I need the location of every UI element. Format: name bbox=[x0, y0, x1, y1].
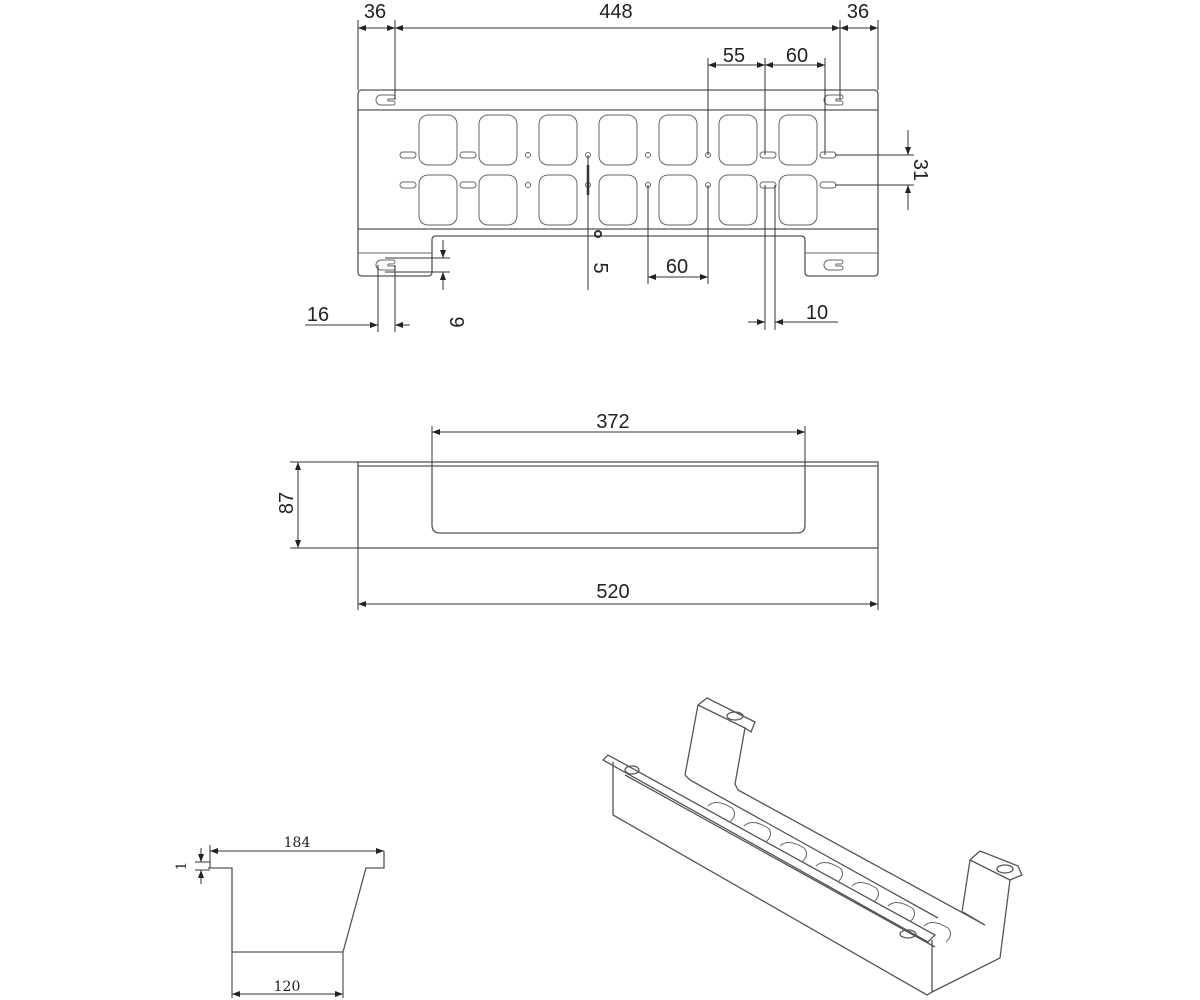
slot bbox=[759, 151, 777, 159]
pin-hole bbox=[645, 152, 651, 158]
cable-hole bbox=[538, 174, 578, 226]
slot bbox=[459, 181, 477, 189]
pin-hole bbox=[525, 152, 531, 158]
cable-hole bbox=[418, 174, 458, 226]
dim-spacing-b: 60 bbox=[786, 45, 808, 67]
keyhole-slot bbox=[375, 259, 396, 271]
dim-lines-top bbox=[305, 20, 914, 332]
cable-hole bbox=[718, 114, 758, 166]
dim-lip: 1 bbox=[174, 862, 190, 871]
dim-slot-10: 10 bbox=[806, 302, 828, 324]
dim-spacing-c: 60 bbox=[666, 256, 688, 278]
cable-hole bbox=[658, 174, 698, 226]
slot bbox=[819, 181, 837, 189]
iso-cable-hole bbox=[923, 922, 952, 943]
dim-bottom-width: 120 bbox=[274, 979, 301, 995]
cable-hole bbox=[598, 174, 638, 226]
top-view: 36 448 36 55 60 31 5 60 16 9 10 bbox=[305, 1, 931, 332]
iso-cable-hole bbox=[815, 862, 844, 883]
dim-height: 87 bbox=[276, 492, 298, 514]
iso-cable-hole bbox=[707, 802, 736, 823]
dim-offset-5: 5 bbox=[589, 262, 611, 273]
cable-hole bbox=[538, 114, 578, 166]
dim-top-width: 184 bbox=[284, 835, 311, 851]
keyhole-slot bbox=[375, 94, 396, 106]
dim-length: 520 bbox=[596, 581, 629, 603]
cable-hole bbox=[778, 114, 818, 166]
dim-right-margin: 36 bbox=[847, 1, 869, 23]
cable-hole bbox=[418, 114, 458, 166]
iso-cable-hole bbox=[779, 842, 808, 863]
cable-hole bbox=[718, 174, 758, 226]
center-hole bbox=[594, 230, 602, 238]
front-window bbox=[431, 466, 806, 534]
isometric-view bbox=[601, 697, 1023, 996]
dim-window: 372 bbox=[596, 411, 629, 433]
top-view-outline bbox=[357, 89, 879, 277]
slot bbox=[399, 151, 417, 159]
keyhole-slot bbox=[823, 259, 844, 271]
dim-keyhole-9: 9 bbox=[445, 316, 467, 327]
dim-span: 448 bbox=[599, 1, 632, 23]
cable-hole bbox=[598, 114, 638, 166]
slot bbox=[819, 151, 837, 159]
profile-view: 184 1 120 bbox=[174, 835, 385, 998]
dim-row-pitch: 31 bbox=[909, 159, 931, 181]
iso-cable-hole bbox=[743, 822, 772, 843]
profile-outline bbox=[208, 851, 385, 953]
dim-left-margin: 36 bbox=[364, 1, 386, 23]
iso-cable-hole bbox=[887, 902, 916, 923]
iso-cable-hole bbox=[851, 882, 880, 903]
slot bbox=[459, 151, 477, 159]
pin-hole bbox=[525, 182, 531, 188]
front-view: 372 87 520 bbox=[276, 411, 879, 610]
cable-hole bbox=[478, 174, 518, 226]
cable-hole bbox=[778, 174, 818, 226]
cable-hole bbox=[478, 114, 518, 166]
slot bbox=[399, 181, 417, 189]
cable-hole bbox=[658, 114, 698, 166]
keyhole-slot bbox=[823, 94, 844, 106]
slot bbox=[759, 181, 777, 189]
cable-holes bbox=[399, 114, 837, 226]
front-view-outline bbox=[357, 461, 879, 549]
dim-keyhole-16: 16 bbox=[307, 304, 329, 326]
dim-spacing-a: 55 bbox=[723, 45, 745, 67]
